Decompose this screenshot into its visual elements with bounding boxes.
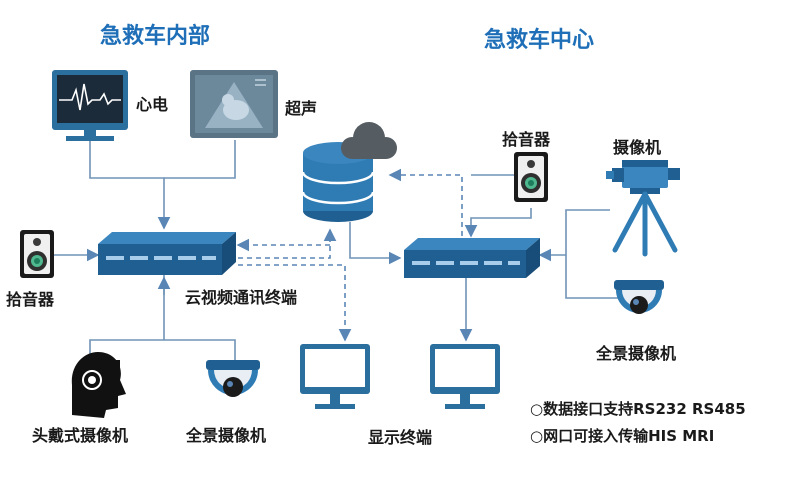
panoramic-right-label: 全景摄像机	[596, 344, 677, 363]
note-interface: ○数据接口支持RS232 RS485	[530, 400, 746, 418]
ecg-label: 心电	[136, 95, 169, 114]
switch-icon	[98, 232, 236, 275]
ultrasound-label: 超声	[285, 99, 318, 118]
note-network: ○网口可接入传输HIS MRI	[530, 427, 715, 445]
dashed-connectors	[236, 168, 463, 342]
speaker-icon	[514, 152, 548, 202]
head-camera-label: 头戴式摄像机	[32, 426, 129, 445]
pickup-left-label: 拾音器	[6, 290, 55, 309]
display-terminal-label: 显示终端	[368, 428, 433, 447]
camera-label: 摄像机	[613, 138, 662, 157]
cloud-terminal-label: 云视频通讯终端	[185, 288, 298, 307]
section-title-inside: 急救车内部	[100, 24, 211, 49]
panoramic-bottom-label: 全景摄像机	[186, 426, 267, 445]
speaker-icon	[20, 230, 54, 278]
tripod-icon	[612, 191, 678, 257]
dome-camera-icon	[206, 360, 260, 397]
camera-icon	[606, 160, 680, 194]
solid-connectors	[54, 140, 618, 360]
pickup-right-label: 拾音器	[502, 130, 551, 149]
section-title-center: 急救车中心	[484, 28, 595, 53]
display-monitor-icon	[300, 344, 370, 409]
ecg-monitor-icon	[52, 70, 128, 141]
head-camera-icon	[71, 352, 126, 418]
dome-camera-icon	[614, 280, 664, 314]
switch-icon	[404, 238, 540, 278]
ultrasound-monitor-icon	[190, 70, 278, 138]
cloud-icon	[341, 122, 397, 159]
database-icon	[301, 142, 375, 222]
display-monitor-icon	[430, 344, 500, 409]
